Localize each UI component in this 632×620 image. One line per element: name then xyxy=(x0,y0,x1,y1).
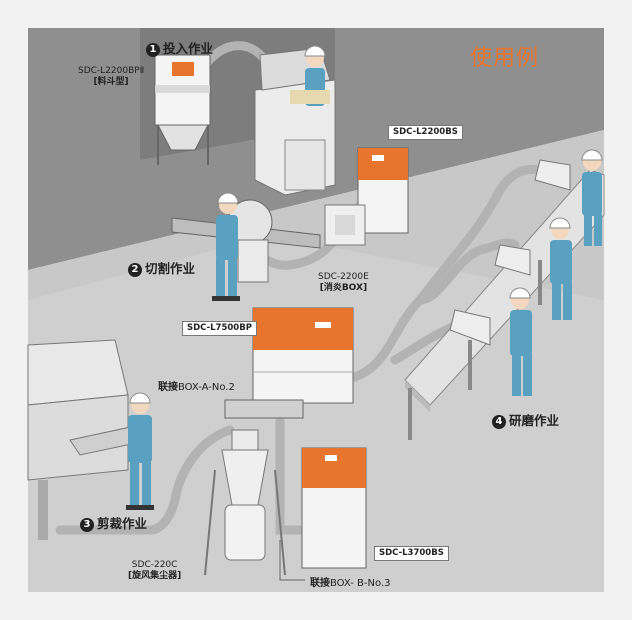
step-1-text: 投入作业 xyxy=(163,41,214,56)
worker-grinding-2 xyxy=(549,217,572,320)
silencer-model: SDC-2200E xyxy=(318,272,369,282)
worker-cutting xyxy=(212,192,240,301)
l2200bs-tag: SDC-L2200BS xyxy=(388,125,463,140)
l7500bp-tag: SDC-L7500BP xyxy=(182,321,257,336)
worker-grinding-1 xyxy=(509,287,532,396)
step-3-number: 3 xyxy=(80,518,94,532)
connector-a-name: BOX-A-No.2 xyxy=(178,382,235,393)
silencer-desc: [消炎BOX] xyxy=(319,283,368,293)
connector-a-label: 联接BOX-A-No.2 xyxy=(158,378,235,393)
connector-b-name: BOX- B-No.3 xyxy=(330,578,391,589)
cyclone-desc: [旋风集尘器] xyxy=(128,571,182,581)
step-1-number: 1 xyxy=(146,43,160,57)
hopper-unit xyxy=(154,54,211,165)
worker-loading xyxy=(290,45,330,106)
page-title: 使用例 xyxy=(470,46,540,71)
step-4-text: 研磨作业 xyxy=(509,413,560,428)
connector-b-label: 联接BOX- B-No.3 xyxy=(310,574,391,589)
connector-a-prefix: 联接 xyxy=(158,382,178,393)
step-2-number: 2 xyxy=(128,263,142,277)
worker-grinding-3 xyxy=(581,149,603,246)
cutting-machine xyxy=(171,199,321,283)
silencer-tag: SDC-2200E [消炎BOX] xyxy=(318,272,369,294)
hopper-tag: SDC-L2200BPⅡ [料斗型] xyxy=(78,66,144,88)
worker-shearing xyxy=(126,392,154,510)
l3700bs-unit xyxy=(301,447,367,569)
step-3-text: 剪裁作业 xyxy=(97,516,148,531)
connector-box-a xyxy=(224,399,304,419)
cyclone-model: SDC-220C xyxy=(131,560,178,570)
hopper-desc: [料斗型] xyxy=(93,77,129,87)
cyclone-tag: SDC-220C [旋风集尘器] xyxy=(128,560,181,582)
hopper-model: SDC-L2200BPⅡ xyxy=(78,66,145,76)
silencer-box xyxy=(324,204,366,246)
step-4-number: 4 xyxy=(492,415,506,429)
l3700bs-tag: SDC-L3700BS xyxy=(374,546,449,561)
connector-b-prefix: 联接 xyxy=(310,578,330,589)
step-2-text: 切割作业 xyxy=(145,261,196,276)
cyclone-collector xyxy=(204,429,286,576)
l7500bp-unit xyxy=(252,307,354,404)
l2200bs-unit xyxy=(357,147,409,234)
